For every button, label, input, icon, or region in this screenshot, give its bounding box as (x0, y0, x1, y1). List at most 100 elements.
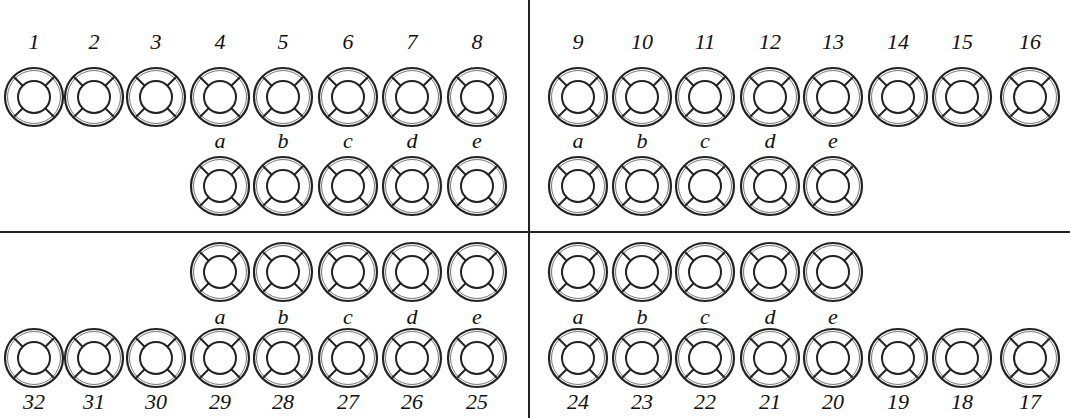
tooth-outline (127, 329, 185, 387)
tooth-outline (549, 157, 607, 215)
tooth-surface (332, 256, 364, 288)
surface-line (716, 77, 724, 85)
surface-line (231, 166, 239, 174)
surface-line (622, 252, 630, 260)
tooth-number: 31 (83, 391, 105, 413)
tooth-symbol (1001, 329, 1059, 387)
surface-line (1041, 338, 1049, 346)
surface-line (558, 283, 566, 291)
tooth-number: 9 (573, 31, 584, 53)
surface-line (622, 166, 630, 174)
tooth-outline (191, 157, 249, 215)
surface-line (263, 283, 271, 291)
surface-line (392, 369, 400, 377)
tooth-outline (1001, 68, 1059, 126)
surface-line (844, 77, 852, 85)
tooth-outline (254, 157, 312, 215)
surface-line (1010, 338, 1018, 346)
tooth-outline (254, 329, 312, 387)
surface-line (294, 166, 302, 174)
tooth-surface (754, 342, 786, 374)
surface-line (167, 369, 175, 377)
tooth-symbol (254, 157, 312, 215)
surface-line (558, 338, 566, 346)
tooth-outline (741, 68, 799, 126)
surface-line (973, 369, 981, 377)
tooth-outline (65, 329, 123, 387)
tooth-surface (626, 256, 658, 288)
tooth-letter: a (215, 306, 226, 328)
surface-line (750, 252, 758, 260)
surface-line (781, 108, 789, 116)
surface-line (589, 369, 597, 377)
surface-line (716, 166, 724, 174)
tooth-outline (257, 71, 310, 124)
tooth-outline (130, 332, 183, 385)
surface-line (813, 252, 821, 260)
surface-line (457, 197, 465, 205)
tooth-outline (451, 160, 504, 213)
surface-line (716, 338, 724, 346)
tooth-symbol (254, 243, 312, 301)
surface-line (392, 166, 400, 174)
tooth-number: 18 (951, 391, 973, 413)
surface-line (359, 197, 367, 205)
surface-line (685, 166, 693, 174)
tooth-surface (267, 256, 299, 288)
surface-line (488, 197, 496, 205)
surface-line (942, 77, 950, 85)
surface-line (392, 338, 400, 346)
tooth-number: 12 (759, 31, 781, 53)
surface-line (589, 338, 597, 346)
tooth-surface (946, 81, 978, 113)
surface-line (294, 369, 302, 377)
divider-line (528, 0, 530, 418)
tooth-symbol (191, 329, 249, 387)
tooth-number: 25 (466, 391, 488, 413)
tooth-symbol (933, 329, 991, 387)
surface-line (328, 166, 336, 174)
tooth-surface (689, 81, 721, 113)
surface-line (558, 369, 566, 377)
tooth-outline (68, 332, 121, 385)
tooth-symbol (613, 68, 671, 126)
surface-line (167, 77, 175, 85)
tooth-number: 14 (887, 31, 909, 53)
surface-line (45, 77, 53, 85)
surface-line (653, 369, 661, 377)
tooth-outline (804, 68, 862, 126)
tooth-surface (204, 342, 236, 374)
tooth-symbol (549, 329, 607, 387)
tooth-surface (267, 81, 299, 113)
tooth-outline (616, 246, 669, 299)
surface-line (392, 77, 400, 85)
tooth-outline (744, 71, 797, 124)
tooth-outline (191, 329, 249, 387)
tooth-letter: c (700, 130, 710, 152)
surface-line (558, 108, 566, 116)
surface-line (457, 108, 465, 116)
tooth-outline (451, 71, 504, 124)
surface-line (105, 108, 113, 116)
tooth-number: 2 (89, 31, 100, 53)
surface-line (1010, 77, 1018, 85)
tooth-number: 27 (337, 391, 359, 413)
tooth-number: 23 (631, 391, 653, 413)
surface-line (653, 108, 661, 116)
surface-line (685, 338, 693, 346)
tooth-surface (461, 256, 493, 288)
surface-line (294, 197, 302, 205)
tooth-symbol (191, 157, 249, 215)
surface-line (167, 338, 175, 346)
tooth-number: 10 (631, 31, 653, 53)
tooth-outline (386, 332, 439, 385)
tooth-outline (549, 68, 607, 126)
surface-line (200, 369, 208, 377)
surface-line (750, 108, 758, 116)
tooth-surface (461, 342, 493, 374)
surface-line (973, 77, 981, 85)
surface-line (813, 166, 821, 174)
tooth-outline (1004, 332, 1057, 385)
